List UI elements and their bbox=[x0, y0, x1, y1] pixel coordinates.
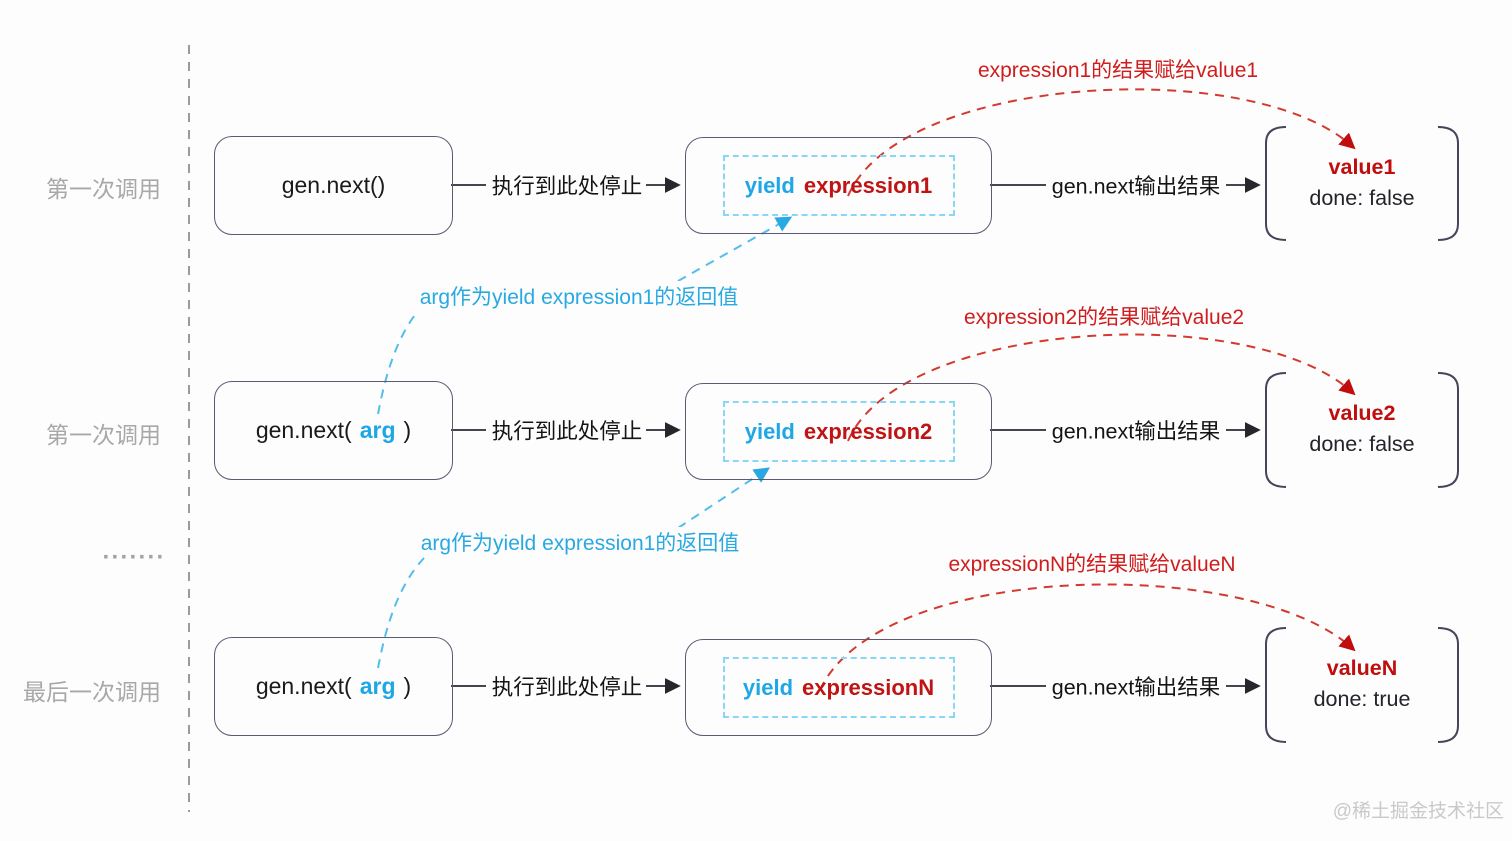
result-done: done: true bbox=[1313, 687, 1411, 711]
row2-result: value2 done: false bbox=[1276, 398, 1448, 460]
call-prefix: gen.next() bbox=[281, 172, 386, 198]
result-done: done: false bbox=[1309, 432, 1415, 456]
call-prefix: gen.next( bbox=[255, 417, 352, 443]
row1-result: value1 done: false bbox=[1276, 152, 1448, 214]
row3-step-label: 执行到此处停止 bbox=[489, 670, 645, 702]
row3-call-box: gen.next( arg) bbox=[214, 637, 453, 736]
yield-expression: expressionN bbox=[802, 674, 935, 700]
row2-yield-box: yield expression2 bbox=[685, 383, 992, 480]
row3-yield-box: yield expressionN bbox=[685, 639, 992, 736]
row2-output-label: gen.next输出结果 bbox=[1049, 414, 1223, 446]
row1-step-label: 执行到此处停止 bbox=[489, 169, 645, 201]
row3-cyan-note: arg作为yield expression1的返回值 bbox=[416, 527, 744, 557]
row1-yield-box: yield expression1 bbox=[685, 137, 992, 234]
row2-red-note: expression2的结果赋给value2 bbox=[959, 301, 1249, 331]
yield-expression: expression2 bbox=[803, 418, 933, 444]
row1-output-label: gen.next输出结果 bbox=[1049, 169, 1223, 201]
row1-call-box: gen.next() bbox=[214, 136, 453, 235]
row2-label: 第一次调用 bbox=[46, 422, 161, 448]
row2-yield-dashed-box: yield expression2 bbox=[722, 401, 955, 462]
call-arg: arg bbox=[359, 673, 396, 699]
row3-yield-dashed-box: yield expressionN bbox=[722, 657, 955, 718]
row3-red-note: expressionN的结果赋给valueN bbox=[944, 548, 1240, 578]
row2-step-label: 执行到此处停止 bbox=[489, 414, 645, 446]
row3-output-label: gen.next输出结果 bbox=[1049, 670, 1223, 702]
ellipsis-dots: ······· bbox=[102, 544, 166, 571]
yield-keyword: yield bbox=[744, 172, 795, 198]
yield-expression: expression1 bbox=[803, 172, 933, 198]
row1-label: 第一次调用 bbox=[46, 176, 161, 202]
row2-call-box: gen.next( arg) bbox=[214, 381, 453, 480]
row3-label: 最后一次调用 bbox=[23, 679, 161, 705]
call-arg: arg bbox=[359, 417, 396, 443]
result-value: value2 bbox=[1328, 401, 1396, 425]
result-value: value1 bbox=[1328, 155, 1396, 179]
yield-keyword: yield bbox=[742, 674, 794, 700]
watermark: @稀土掘金技术社区 bbox=[1332, 801, 1504, 822]
row1-yield-dashed-box: yield expression1 bbox=[722, 155, 955, 216]
result-done: done: false bbox=[1309, 186, 1415, 210]
call-prefix: gen.next( bbox=[255, 673, 352, 699]
row1-red-note: expression1的结果赋给value1 bbox=[973, 54, 1263, 84]
result-value: valueN bbox=[1326, 656, 1398, 680]
row2-cyan-note: arg作为yield expression1的返回值 bbox=[415, 281, 743, 311]
call-suffix: ) bbox=[403, 673, 412, 699]
yield-keyword: yield bbox=[744, 418, 795, 444]
row3-result: valueN done: true bbox=[1276, 653, 1448, 715]
call-suffix: ) bbox=[403, 417, 412, 443]
